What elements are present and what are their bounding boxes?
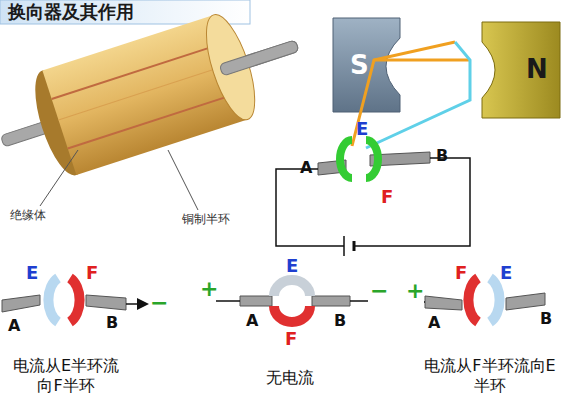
state-two-part — [274, 280, 310, 296]
state-two-part — [350, 300, 368, 302]
state-one — [2, 278, 146, 322]
polarity-sign: + — [406, 278, 424, 304]
brush-letter: A — [428, 313, 440, 332]
part-name: 铜制半环 — [182, 212, 230, 226]
state-two-part — [312, 296, 350, 306]
pole-letter: S — [350, 50, 377, 81]
state-three-part — [425, 296, 462, 310]
ring-letter: E — [356, 118, 368, 140]
magnets-part — [333, 18, 400, 112]
brush-letter: B — [334, 311, 346, 330]
ring-letter: F — [455, 262, 467, 284]
ring-letter: E — [500, 262, 512, 284]
magnet-pole: S — [346, 48, 381, 88]
state-two-part — [216, 300, 240, 302]
leader-lines-part — [40, 150, 78, 206]
state-one-part — [2, 295, 40, 312]
state-three-part — [506, 293, 545, 310]
coil-part — [374, 59, 470, 62]
state-caption: 电流从F半环流向E半环 — [420, 356, 560, 396]
magnet-pole: N — [522, 52, 560, 92]
polarity-sign: + — [200, 276, 218, 302]
brush-letter: A — [246, 311, 258, 330]
polarity-sign: − — [370, 278, 388, 304]
commutator-cylinder-part — [219, 40, 299, 76]
state-two-part — [274, 306, 310, 322]
commutator-cylinder-part — [68, 93, 239, 149]
commutator-cylinder-part — [52, 43, 223, 99]
state-one-part — [48, 278, 58, 322]
ring-letter: F — [285, 328, 297, 350]
state-two-part — [240, 296, 272, 306]
magnets — [333, 18, 560, 118]
coil-part — [366, 42, 470, 148]
top-commutator — [318, 140, 430, 178]
ring-letter: E — [286, 255, 298, 277]
brush-letter: B — [436, 146, 448, 165]
circuit-wire-part — [353, 241, 356, 251]
state-three-part — [468, 278, 478, 322]
state-three — [424, 278, 545, 322]
title-text: 换向器及其作用 — [8, 1, 134, 23]
state-one-part — [70, 278, 80, 322]
state-caption: 无电流 — [266, 368, 314, 387]
brush-letter: A — [8, 316, 20, 335]
commutator-cylinder-part — [58, 64, 229, 120]
commutator-cylinder — [0, 0, 314, 194]
top-commutator-part — [366, 140, 378, 178]
ring-letter: E — [26, 262, 38, 284]
magnets-part — [482, 22, 560, 118]
brush-letter: B — [540, 309, 552, 328]
leader-lines-part — [168, 150, 198, 210]
state-one-part — [86, 295, 126, 310]
ring-letter: F — [86, 262, 98, 284]
circuit-wire-part — [276, 169, 344, 246]
top-commutator-part — [340, 140, 352, 178]
leader-lines — [40, 150, 198, 210]
circuit-wire-part — [354, 158, 470, 246]
brush-letter: A — [300, 158, 312, 177]
pole-letter: N — [526, 54, 556, 85]
circuit-wire-part — [343, 236, 345, 256]
state-caption: 电流从E半环流向F半环 — [12, 356, 120, 396]
brush-letter: B — [106, 313, 118, 332]
circuit-wire — [276, 158, 470, 256]
state-one-part — [126, 303, 146, 305]
ring-letter: F — [381, 186, 393, 208]
part-name: 绝缘体 — [10, 208, 46, 222]
state-three-part — [490, 278, 500, 322]
coil — [352, 42, 470, 148]
polarity-sign: − — [150, 290, 168, 316]
